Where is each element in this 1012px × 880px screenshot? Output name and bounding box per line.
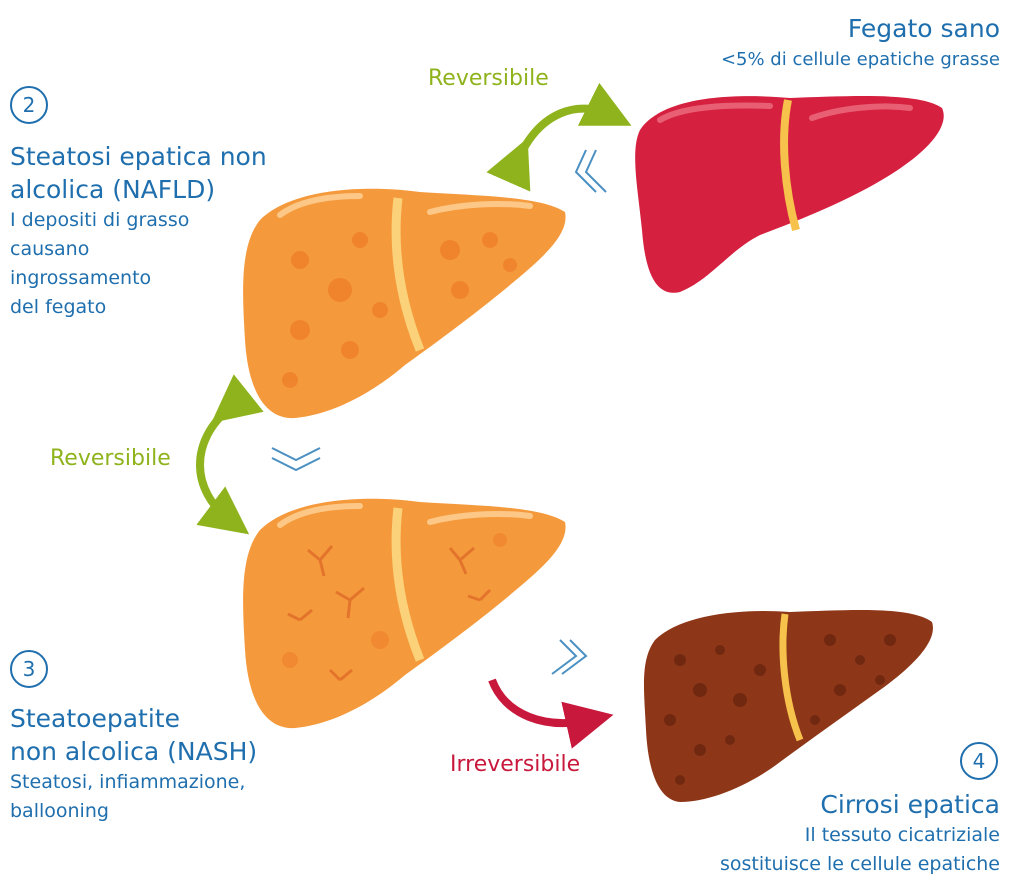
nafld-desc-line1: I depositi di grasso bbox=[10, 206, 267, 235]
irreversible-arrow bbox=[492, 680, 590, 723]
nafld-section: Steatosi epatica non alcolica (NAFLD) I … bbox=[10, 140, 267, 322]
nash-section: Steatoepatite non alcolica (NASH) Steato… bbox=[10, 702, 257, 826]
nafld-title-line1: Steatosi epatica non bbox=[10, 140, 267, 173]
nafld-liver-icon bbox=[243, 189, 565, 418]
nafld-desc-line2: causano bbox=[10, 235, 267, 264]
reversible-top-label: Reversibile bbox=[428, 66, 549, 91]
healthy-liver-icon bbox=[635, 96, 944, 293]
nash-title-line2: non alcolica (NASH) bbox=[10, 735, 257, 768]
irreversible-label: Irreversibile bbox=[450, 752, 580, 777]
reversible-top-arrow bbox=[518, 109, 610, 160]
step-number-badge: 3 bbox=[10, 650, 48, 688]
nash-title-line1: Steatoepatite bbox=[10, 702, 257, 735]
healthy-subtitle: <5% di cellule epatiche grasse bbox=[721, 45, 1000, 74]
cirrhosis-section: Cirrosi epatica Il tessuto cicatriziale … bbox=[720, 788, 1000, 879]
nafld-desc-line4: del fegato bbox=[10, 293, 267, 322]
step-number-badge: 2 bbox=[10, 86, 48, 124]
cirrhosis-liver-icon bbox=[644, 610, 933, 802]
nash-desc-line1: Steatosi, infiammazione, bbox=[10, 768, 257, 797]
healthy-title: Fegato sano bbox=[721, 12, 1000, 45]
chevron-top-icon bbox=[576, 150, 606, 192]
cirrhosis-desc-line2: sostituisce le cellule epatiche bbox=[720, 850, 1000, 879]
cirrhosis-desc-line1: Il tessuto cicatriziale bbox=[720, 821, 1000, 850]
healthy-section: Fegato sano <5% di cellule epatiche gras… bbox=[721, 12, 1000, 74]
nash-liver-icon bbox=[243, 499, 565, 728]
reversible-mid-label: Reversibile bbox=[50, 446, 171, 471]
nash-desc-line2: ballooning bbox=[10, 797, 257, 826]
nafld-desc-line3: ingrossamento bbox=[10, 264, 267, 293]
reversible-mid-arrow bbox=[200, 408, 230, 520]
chevron-bottom-icon bbox=[552, 640, 586, 674]
cirrhosis-title: Cirrosi epatica bbox=[720, 788, 1000, 821]
chevron-mid-icon bbox=[272, 448, 320, 470]
step-number-badge: 4 bbox=[960, 742, 998, 780]
nafld-title-line2: alcolica (NAFLD) bbox=[10, 173, 267, 206]
